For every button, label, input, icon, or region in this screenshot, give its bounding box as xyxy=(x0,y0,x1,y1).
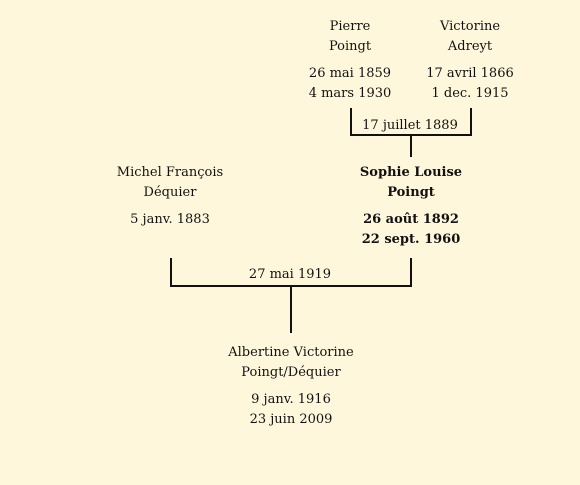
person-albertine-poingt-dequier[interactable]: Albertine Victorine Poingt/Déquier 9 jan… xyxy=(210,343,372,430)
person-first-name: Victorine xyxy=(439,19,501,34)
person-birth-date: 5 janv. 1883 xyxy=(130,212,210,227)
person-victorine-adreyt[interactable]: Victorine Adreyt 17 avril 1866 1 dec. 19… xyxy=(410,17,530,104)
person-sophie-poingt[interactable]: Sophie Louise Poingt 26 août 1892 22 sep… xyxy=(340,163,482,250)
person-death-date: 1 dec. 1915 xyxy=(431,86,509,101)
connector-line xyxy=(410,258,412,287)
connector-line xyxy=(470,108,472,135)
person-first-name: Sophie Louise xyxy=(359,165,463,180)
person-birth-date: 26 mai 1859 xyxy=(308,66,392,81)
marriage-date-couple: 27 mai 1919 xyxy=(240,267,340,283)
person-last-name: Poingt/Déquier xyxy=(241,365,341,380)
connector-line xyxy=(350,108,352,135)
person-first-name: Pierre xyxy=(329,19,371,34)
person-last-name: Poingt xyxy=(328,39,372,54)
person-last-name: Adreyt xyxy=(447,39,493,54)
connector-line xyxy=(170,258,172,287)
person-pierre-poingt[interactable]: Pierre Poingt 26 mai 1859 4 mars 1930 xyxy=(290,17,410,104)
person-death-date: 22 sept. 1960 xyxy=(361,232,461,247)
person-last-name: Déquier xyxy=(143,185,197,200)
person-birth-date: 9 janv. 1916 xyxy=(251,392,331,407)
connector-line xyxy=(410,136,412,157)
connector-line xyxy=(350,134,472,136)
person-first-name: Michel François xyxy=(116,165,224,180)
person-death-date: 23 juin 2009 xyxy=(249,412,333,427)
person-michel-dequier[interactable]: Michel François Déquier 5 janv. 1883 xyxy=(100,163,240,230)
person-death-date: 4 mars 1930 xyxy=(308,86,392,101)
person-first-name: Albertine Victorine xyxy=(228,345,354,360)
connector-line xyxy=(170,285,412,287)
person-last-name: Poingt xyxy=(387,185,435,200)
marriage-date-parents: 17 juillet 1889 xyxy=(360,118,460,134)
connector-line xyxy=(290,287,292,333)
person-birth-date: 26 août 1892 xyxy=(363,212,459,227)
person-birth-date: 17 avril 1866 xyxy=(426,66,514,81)
